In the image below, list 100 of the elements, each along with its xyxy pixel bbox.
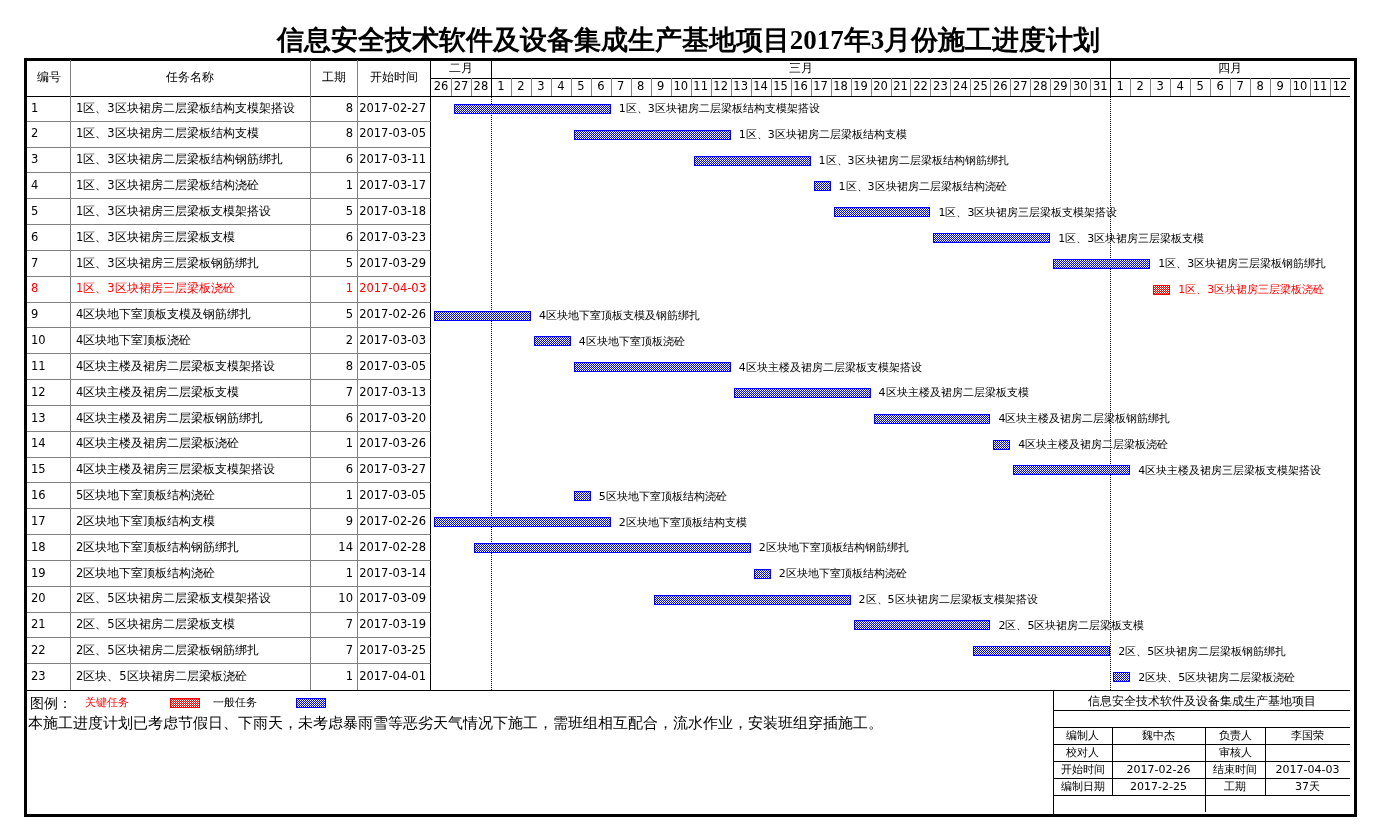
task-label: 2区块地下室顶板结构浇砼	[778, 566, 907, 583]
date-cell: 2017-03-11	[357, 147, 431, 174]
task-name: 4区块主楼及裙房二层梁板浇砼	[70, 431, 310, 458]
info-field-label: 负责人	[1217, 728, 1253, 744]
date-cell: 2017-02-27	[357, 96, 431, 122]
task-name: 4区块主楼及裙房二层梁板支模架搭设	[70, 354, 310, 381]
task-bar	[993, 439, 1011, 450]
info-field-label: 结束时间	[1212, 762, 1258, 778]
row-number: 20	[27, 586, 70, 613]
day-header: 25	[972, 78, 989, 96]
day-header: 18	[832, 78, 849, 96]
day-header: 17	[812, 78, 829, 96]
day-header: 11	[692, 78, 709, 96]
day-header: 26	[992, 78, 1009, 96]
duration-cell: 2	[310, 328, 357, 355]
day-header: 28	[1032, 78, 1049, 96]
task-label: 4区块主楼及裙房二层梁板支模架搭设	[738, 359, 922, 376]
day-header: 1	[1115, 78, 1125, 96]
info-field-label: 校对人	[1065, 745, 1100, 761]
task-bar	[1113, 672, 1131, 683]
info-field-value: 李国荣	[1290, 728, 1325, 744]
date-cell: 2017-03-05	[357, 121, 431, 148]
chart-title: 信息安全技术软件及设备集成生产基地项目2017年3月份施工进度计划	[275, 23, 1102, 57]
duration-cell: 5	[310, 250, 357, 277]
day-header: 10	[1291, 78, 1309, 96]
task-bar	[573, 491, 591, 502]
day-header: 7	[1235, 78, 1245, 96]
task-bar	[853, 620, 991, 631]
legend-label: 关键任务	[85, 695, 129, 709]
row-number: 5	[27, 199, 70, 226]
info-field-label: 审核人	[1217, 745, 1253, 761]
duration-cell: 7	[310, 612, 357, 639]
task-label: 4区块地下室顶板支模及钢筋绑扎	[538, 308, 700, 324]
day-header: 4	[556, 78, 566, 96]
row-number: 22	[27, 638, 70, 665]
row-number: 14	[27, 431, 70, 458]
task-bar	[453, 103, 611, 114]
info-field-value: 2017-2-25	[1129, 779, 1188, 795]
row-number: 19	[27, 560, 70, 587]
task-bar	[653, 594, 851, 605]
row-number: 21	[27, 612, 70, 639]
day-header: 6	[596, 78, 606, 96]
date-cell: 2017-03-19	[357, 612, 431, 639]
row-number: 8	[27, 276, 70, 303]
duration-cell: 10	[310, 586, 357, 613]
day-header: 20	[872, 78, 889, 96]
task-name: 2区块地下室顶板结构钢筋绑扎	[70, 535, 310, 561]
task-bar	[833, 207, 931, 218]
task-bar	[434, 517, 611, 528]
row-number: 11	[27, 354, 70, 381]
task-bar	[573, 362, 731, 373]
day-header: 15	[772, 78, 789, 96]
task-label: 4区块地下室顶板浇砼	[578, 333, 685, 350]
day-header: 2	[516, 78, 526, 96]
duration-cell: 1	[310, 173, 357, 200]
date-cell: 2017-03-27	[357, 457, 431, 484]
task-name: 1区、3区块裙房三层梁板浇砼	[70, 276, 310, 303]
task-name: 1区、3区块裙房三层梁板支模架搭设	[70, 199, 310, 226]
task-name: 2区块地下室顶板结构支模	[70, 509, 310, 535]
note-text: 本施工进度计划已考虑节假日、下雨天，未考虑暴雨雪等恶劣天气情况下施工，需班组相互配合，流水作业，安装班组穿插施工。	[28, 713, 883, 733]
date-cell: 2017-03-17	[357, 173, 431, 200]
duration-cell: 5	[310, 302, 357, 329]
duration-cell: 1	[310, 276, 357, 303]
task-bar	[573, 129, 731, 140]
row-number: 7	[27, 250, 70, 277]
info-field-value: 魏中杰	[1141, 728, 1176, 744]
day-header: 2	[1135, 78, 1145, 96]
task-bar	[1153, 284, 1171, 295]
duration-cell: 1	[310, 431, 357, 458]
day-header: 4	[1175, 78, 1185, 96]
duration-cell: 8	[310, 96, 357, 122]
row-number: 6	[27, 225, 70, 251]
task-bar	[873, 413, 991, 424]
task-bar	[753, 568, 771, 579]
day-header: 24	[952, 78, 969, 96]
duration-cell: 1	[310, 483, 357, 510]
day-header: 27	[452, 78, 470, 96]
legend-title: 图例：	[30, 694, 72, 712]
task-name: 2区、5区块裙房二层梁板支模架搭设	[70, 586, 310, 613]
row-number: 17	[27, 509, 70, 535]
date-cell: 2017-03-26	[357, 431, 431, 458]
task-label: 2区块地下室顶板结构支模	[618, 514, 747, 531]
day-header: 23	[932, 78, 949, 96]
day-header: 11	[1311, 78, 1329, 96]
date-cell: 2017-03-05	[357, 483, 431, 510]
task-name: 4区块地下室顶板浇砼	[70, 328, 310, 355]
date-cell: 2017-03-03	[357, 328, 431, 355]
date-cell: 2017-02-26	[357, 509, 431, 535]
date-cell: 2017-03-23	[357, 225, 431, 251]
month-header: 四月	[1217, 60, 1244, 78]
task-name: 4区块主楼及裙房三层梁板支模架搭设	[70, 457, 310, 484]
day-header: 9	[1275, 78, 1285, 96]
task-label: 1区、3区块裙房三层梁板支模	[1058, 230, 1205, 247]
duration-cell: 6	[310, 405, 357, 432]
task-name: 1区、3区块裙房二层梁板结构支模架搭设	[70, 96, 310, 122]
task-label: 1区、3区块裙房三层梁板浇砼	[1178, 282, 1325, 299]
day-header: 3	[1155, 78, 1165, 96]
day-header: 19	[852, 78, 869, 96]
duration-cell: 5	[310, 199, 357, 226]
task-name: 2区块地下室顶板结构浇砼	[70, 560, 310, 587]
